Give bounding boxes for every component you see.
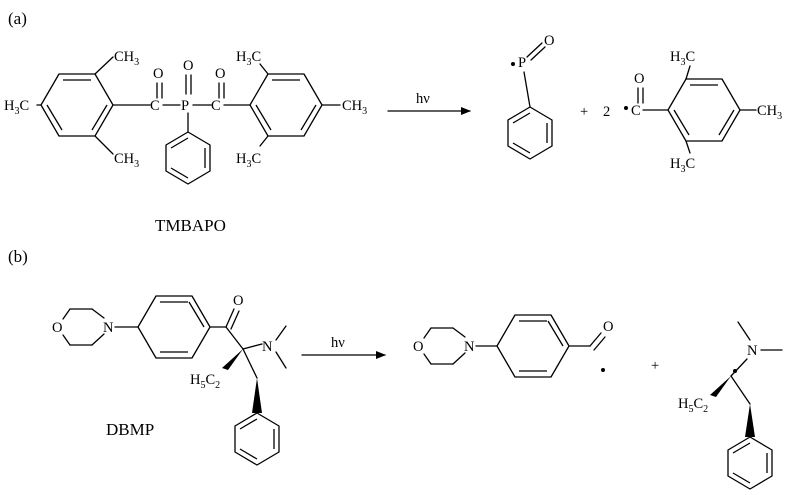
- product-mesitoyl-radical: C O: [624, 65, 757, 154]
- product-morpholinobenzoyl-radical: O N O: [413, 314, 613, 378]
- svg-text:N: N: [747, 343, 758, 359]
- methyl-label-right-top: H3C: [236, 49, 261, 68]
- morpholine-ring-reactant: O N: [52, 308, 139, 346]
- svg-text:O: O: [413, 339, 423, 355]
- reaction-arrow-a: hν: [387, 91, 471, 115]
- svg-text:O: O: [183, 58, 193, 74]
- svg-text:CH3: CH3: [757, 103, 782, 122]
- benzyl-group-dbmp: [234, 348, 280, 466]
- svg-text:H3C: H3C: [236, 151, 261, 170]
- svg-text:O: O: [215, 66, 225, 82]
- carbonyl-group-2: C O: [211, 66, 251, 114]
- svg-text:C: C: [150, 98, 160, 114]
- svg-text:O: O: [544, 33, 554, 49]
- svg-text:CH3: CH3: [114, 151, 139, 170]
- carbonyl-group-1: C O: [150, 66, 181, 114]
- panel-b-label: (b): [8, 247, 28, 266]
- mesityl-ring-right: [249, 63, 341, 147]
- svg-text:H3C: H3C: [236, 49, 261, 68]
- methyl-label-left-top: CH3: [114, 49, 139, 68]
- svg-text:N: N: [103, 320, 114, 336]
- phenyl-ring-tmbapo: [165, 131, 211, 185]
- plus-sign-a: +: [580, 104, 588, 120]
- arrow-label-a: hν: [416, 91, 430, 107]
- svg-text:H3C: H3C: [4, 98, 29, 117]
- plus-sign-b: +: [651, 358, 659, 374]
- svg-text:O: O: [233, 293, 243, 309]
- product-aminoalkyl-radical: N H5C2: [678, 321, 783, 490]
- methyl-label-left-bottom: CH3: [114, 151, 139, 170]
- svg-text:H3C: H3C: [670, 49, 695, 68]
- svg-text:CH3: CH3: [342, 98, 367, 117]
- compound-name-tmbapo: TMBAPO: [155, 216, 226, 235]
- product-phosphinoyl-radical: P O: [507, 33, 554, 160]
- stoichiometric-coefficient: 2: [603, 104, 610, 120]
- arrow-label-b: hν: [331, 335, 345, 351]
- svg-text:O: O: [603, 319, 613, 335]
- methyl-label-right-bottom: H3C: [236, 151, 261, 170]
- methyl-label-product-bottom: H3C: [670, 156, 695, 175]
- dimethylamino-group-dbmp: N: [242, 325, 287, 369]
- svg-text:C: C: [631, 103, 641, 119]
- svg-text:C: C: [211, 98, 221, 114]
- svg-text:N: N: [262, 339, 273, 355]
- methyl-label-right-para: CH3: [342, 98, 367, 117]
- panel-a-label: (a): [8, 9, 27, 28]
- svg-text:H5C2: H5C2: [678, 396, 708, 415]
- svg-text:CH3: CH3: [114, 49, 139, 68]
- svg-text:O: O: [153, 66, 163, 82]
- reaction-arrow-b: hν: [301, 335, 386, 359]
- methyl-label-product-para: CH3: [757, 103, 782, 122]
- mesityl-ring-left: [36, 56, 151, 155]
- svg-text:N: N: [464, 339, 475, 355]
- phenylene-ring-reactant: [137, 295, 227, 359]
- ketone-group-dbmp: O: [225, 293, 244, 350]
- compound-name-dbmp: DBMP: [106, 420, 154, 439]
- svg-text:P: P: [181, 98, 189, 114]
- ethyl-group-dbmp: H5C2: [190, 349, 243, 391]
- svg-text:H5C2: H5C2: [190, 372, 220, 391]
- svg-text:P: P: [518, 55, 526, 71]
- methyl-label-left-para: H3C: [4, 98, 29, 117]
- svg-text:O: O: [52, 320, 62, 336]
- svg-text:H3C: H3C: [670, 156, 695, 175]
- methyl-label-product-top: H3C: [670, 49, 695, 68]
- phosphine-oxide: P O: [181, 58, 212, 133]
- svg-text:O: O: [634, 71, 644, 87]
